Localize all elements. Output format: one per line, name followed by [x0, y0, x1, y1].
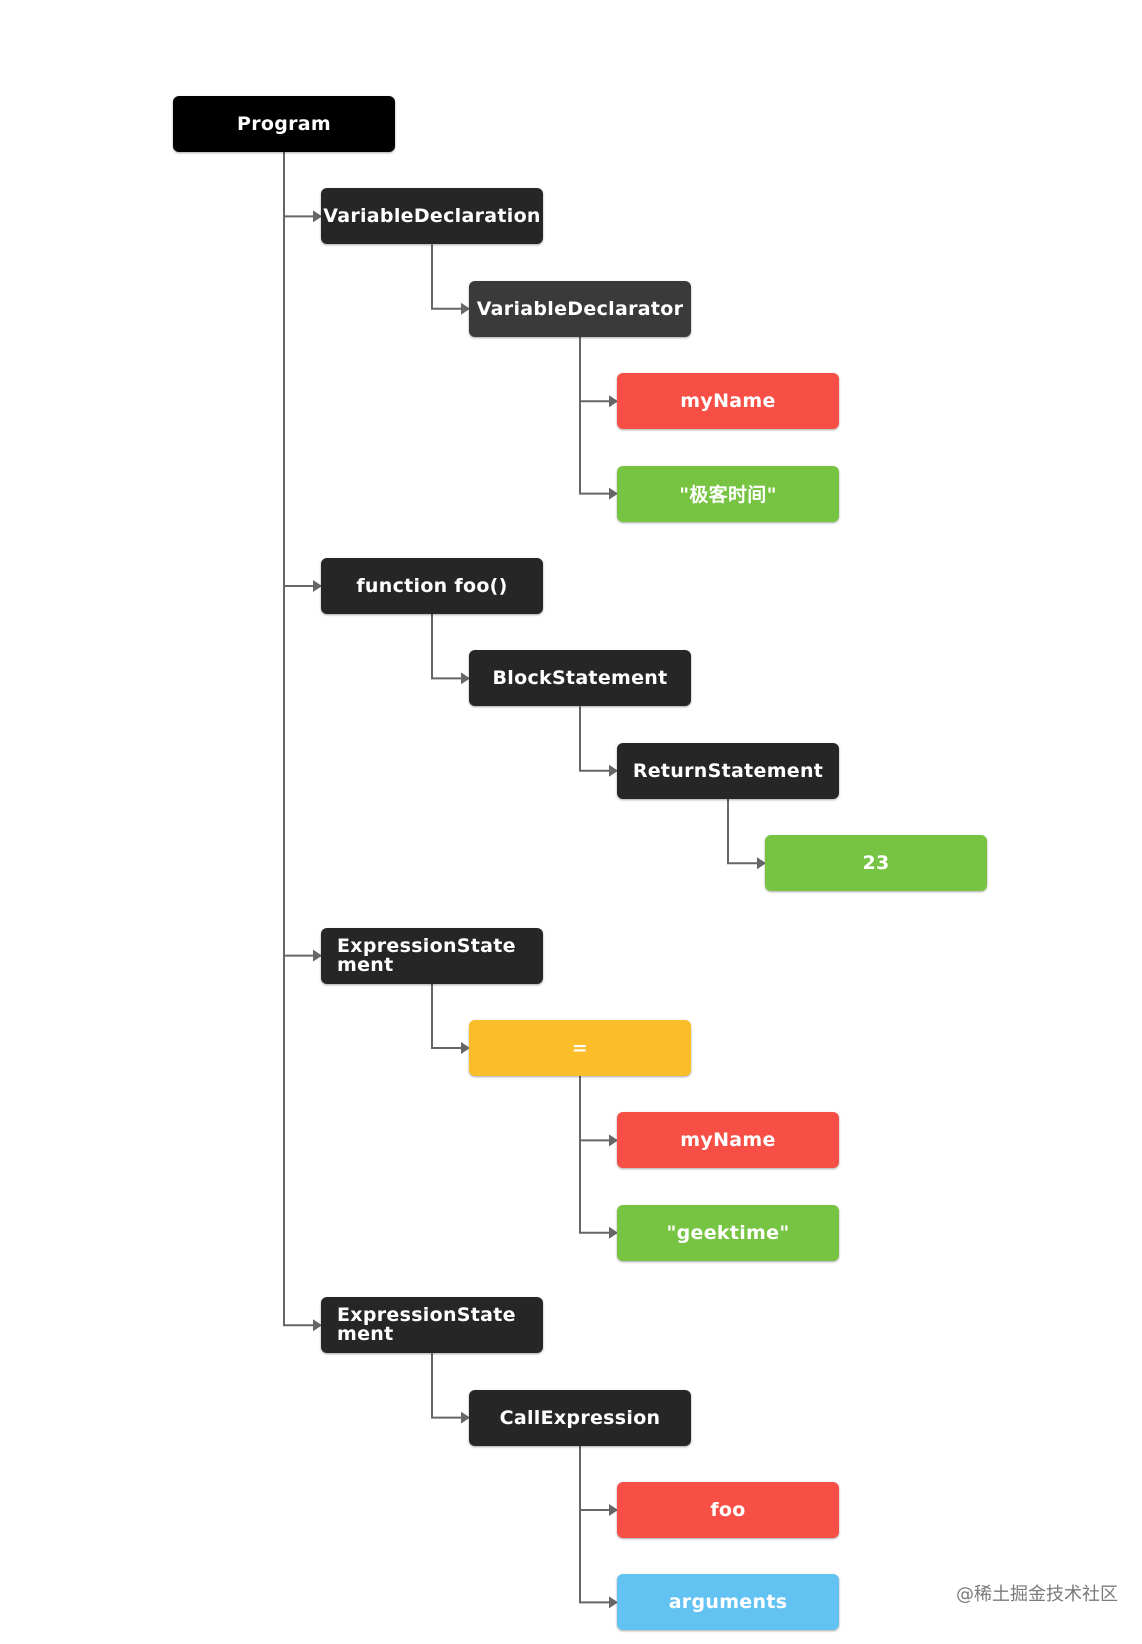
node-label: foo [710, 1499, 746, 1521]
node-label: myName [680, 1129, 776, 1152]
node-function-foo: function foo() [321, 558, 543, 614]
node-foo: foo [617, 1482, 839, 1538]
node-myname-1: myName [617, 373, 839, 430]
arrowhead-var-declarator [461, 302, 470, 315]
connector-string-1 [579, 336, 616, 495]
arrowhead-block-statement [461, 672, 470, 685]
arrowhead-expr-statement-2 [313, 1319, 322, 1332]
arrowhead-arguments [609, 1596, 618, 1609]
node-var-decl: VariableDeclaration [321, 188, 543, 245]
connector-call-expression [431, 1353, 468, 1419]
node-label: ReturnStatement [632, 759, 824, 782]
connector-string-2 [579, 1076, 616, 1234]
node-return-statement: ReturnStatement [617, 742, 839, 799]
node-label: ExpressionStatement [337, 1304, 516, 1346]
connector-arguments [579, 1445, 616, 1604]
node-label: "极客时间" [679, 484, 777, 507]
node-string-1: "极客时间" [617, 465, 839, 522]
node-label: BlockStatement [492, 667, 668, 690]
node-call-expression: CallExpression [469, 1389, 691, 1446]
node-block-statement: BlockStatement [469, 650, 691, 707]
arrowhead-myname-2 [609, 1134, 618, 1147]
arrowhead-myname-1 [609, 395, 618, 408]
node-expr-statement-2: ExpressionStatement [321, 1297, 543, 1354]
connector-block-statement [431, 614, 468, 680]
node-myname-2: myName [617, 1112, 839, 1169]
watermark: @稀土掘金技术社区 [956, 1584, 1118, 1605]
node-label: Program [236, 113, 332, 135]
node-expr-statement-1: ExpressionStatement [321, 927, 543, 984]
arrowhead-number-23 [757, 857, 766, 870]
arrowhead-expr-statement-1 [313, 949, 322, 962]
node-label: ExpressionStatement [337, 934, 516, 976]
connector-var-decl [283, 152, 320, 218]
node-label: VariableDeclaration [323, 205, 541, 228]
connector-assign [431, 983, 468, 1049]
arrowhead-function-foo [313, 580, 322, 592]
node-label: arguments [668, 1591, 788, 1614]
node-label: "geektime" [666, 1221, 790, 1244]
node-label: = [571, 1037, 589, 1059]
node-label: myName [680, 390, 776, 413]
node-label: 23 [862, 852, 890, 875]
connector-expr-statement-1 [283, 152, 320, 957]
connector-return-statement [579, 706, 616, 772]
connector-var-declarator [431, 244, 468, 310]
node-assign: = [469, 1020, 691, 1076]
node-number-23: 23 [765, 835, 987, 892]
arrowhead-var-decl [313, 210, 322, 223]
node-var-declarator: VariableDeclarator [469, 280, 691, 337]
arrowhead-string-1 [609, 487, 618, 500]
node-string-2: "geektime" [617, 1204, 839, 1261]
node-label: CallExpression [499, 1406, 661, 1429]
connector-myname-1 [579, 336, 616, 403]
arrowhead-string-2 [609, 1226, 618, 1239]
connector-myname-2 [579, 1076, 616, 1142]
node-program: Program [173, 96, 395, 152]
arrowhead-assign [461, 1042, 470, 1054]
arrowhead-call-expression [461, 1411, 470, 1424]
arrowhead-foo [609, 1504, 618, 1516]
node-arguments: arguments [617, 1574, 839, 1631]
connector-expr-statement-2 [283, 152, 320, 1327]
node-label: VariableDeclarator [476, 297, 684, 320]
arrowhead-return-statement [609, 764, 618, 777]
node-label: function foo() [356, 575, 508, 597]
connector-number-23 [727, 798, 764, 865]
connector-foo [579, 1445, 616, 1511]
